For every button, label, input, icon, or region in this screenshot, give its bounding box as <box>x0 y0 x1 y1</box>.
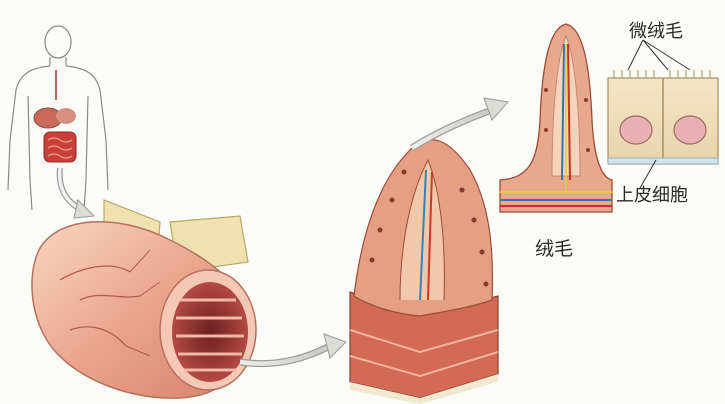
arrow-body-to-intestine <box>60 168 94 218</box>
villus-label: 绒毛 <box>535 234 573 261</box>
microvilli-label: 微绒毛 <box>629 17 683 43</box>
epithelial-cell-label: 上皮细胞 <box>616 181 688 207</box>
epithelial-cells <box>608 40 718 188</box>
intestine-segment <box>32 200 256 398</box>
arrow-wall-to-villus <box>412 98 508 148</box>
villus-illustration <box>500 24 612 212</box>
digestive-organs <box>34 108 76 162</box>
intestinal-wall-section <box>350 140 498 404</box>
